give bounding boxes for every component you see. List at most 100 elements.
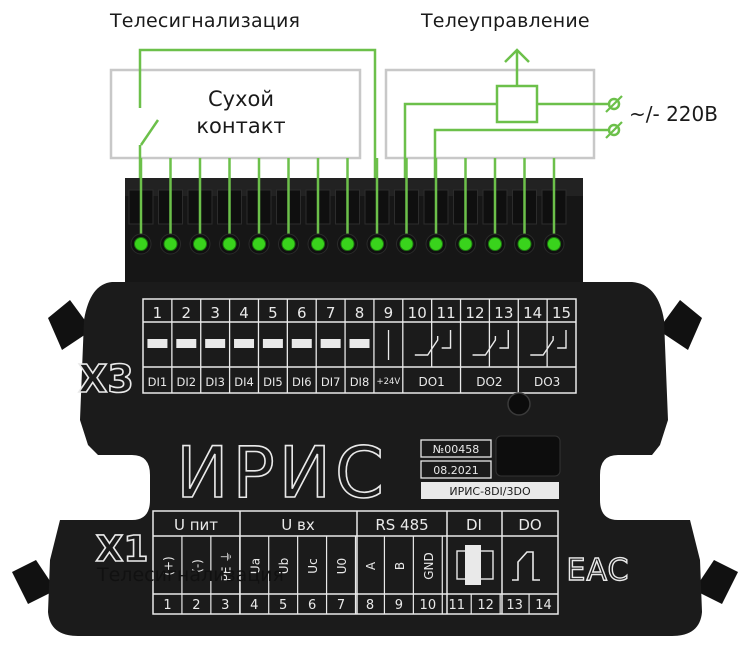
x1-pin-number: 11 — [448, 598, 465, 613]
x3-di-label: DI2 — [177, 375, 197, 389]
terminal-pin-icon — [340, 237, 355, 251]
x1-pin-number: 5 — [279, 598, 287, 613]
clip-top-right — [658, 300, 702, 350]
relay-contact-icon — [414, 336, 439, 356]
x1-signal-label: PE ⏚ — [219, 551, 233, 582]
di-pad — [291, 339, 312, 348]
model-name: ИРИС-8DI/3DO — [449, 485, 531, 498]
x1-group-label: DI — [466, 516, 482, 534]
x1-pin-number: 1 — [163, 598, 171, 613]
x1-signal-label: Uc — [306, 558, 320, 573]
x1-pin-number: 9 — [395, 598, 403, 613]
x1-group-label: U пит — [174, 516, 218, 534]
x3-port-label: X3 — [78, 357, 134, 401]
mains-slash — [605, 121, 623, 139]
di-pad — [205, 339, 226, 348]
terminal-pin-icon — [370, 237, 384, 251]
x3-pin-number: 4 — [239, 304, 249, 322]
terminal-pin-icon — [488, 237, 502, 251]
x1-pin-number: 10 — [420, 598, 437, 613]
x3-pin-number: 7 — [326, 304, 336, 322]
x3-di-label: DI5 — [263, 375, 283, 389]
x1-signal-label: (-) — [190, 559, 204, 573]
x1-pin-number: 2 — [192, 598, 200, 613]
x1-signal-label: GND — [422, 552, 436, 580]
dry-contact-label: Сухой контакт — [186, 86, 296, 140]
x1-pin-number: 3 — [221, 598, 229, 613]
x3-relay-symbols — [414, 330, 567, 356]
x1-signal-label: Ub — [277, 558, 291, 574]
terminal-pin-icon — [281, 237, 296, 251]
x1-signal-label: U0 — [335, 558, 349, 574]
x1-group-label: RS 485 — [375, 516, 428, 534]
x3-di-label: DI7 — [321, 375, 341, 389]
x3-pin-number: 10 — [408, 304, 427, 322]
x3-pin-number: 5 — [268, 304, 278, 322]
dry-contact-line2: контакт — [196, 114, 286, 138]
terminal-pin-icon — [399, 237, 414, 251]
x3-pin-number: 8 — [355, 304, 365, 322]
x1-signal-label: (+) — [161, 556, 175, 575]
terminal-pins — [130, 158, 565, 255]
clip-bottom-right — [694, 560, 738, 604]
production-date: 08.2021 — [433, 464, 479, 477]
terminal-pin-icon — [458, 237, 473, 251]
x3-di-label: DI3 — [205, 375, 225, 389]
dry-contact-frame — [109, 68, 362, 160]
qr-window — [495, 435, 561, 477]
relay-contact-icon — [472, 336, 497, 356]
di-pad — [147, 339, 168, 348]
switch-lever — [139, 119, 160, 146]
x1-grid-lines — [181, 536, 530, 614]
status-led — [507, 392, 531, 416]
x1-pin-number: 14 — [535, 598, 552, 613]
terminal-pin-icon — [193, 237, 207, 251]
x3-grid-lines — [171, 299, 548, 393]
x3-di-label: DI6 — [292, 375, 312, 389]
relay-coil — [495, 84, 539, 124]
x1-group-label: DO — [518, 516, 541, 534]
x1-pin-number: 6 — [308, 598, 316, 613]
relay-contact-icon — [441, 330, 452, 349]
di-symbol — [456, 545, 494, 585]
x3-di-label: DI8 — [350, 375, 370, 389]
x3-legend-grid — [142, 298, 577, 394]
telecontrol-frame — [384, 68, 596, 160]
x1-port-label: X1 — [96, 529, 149, 570]
di-pad — [234, 339, 255, 348]
x3-pin-number: 1 — [153, 304, 163, 322]
x3-pin-number: 13 — [494, 304, 513, 322]
overlay-caption: Телесигнализация — [97, 564, 284, 586]
x3-pin-number: 9 — [384, 304, 394, 322]
telecontrol-label: Телеуправление — [421, 10, 590, 32]
x3-pin-number: 3 — [210, 304, 220, 322]
telesignal-label: Телесигнализация — [110, 10, 301, 32]
mains-slash — [605, 95, 623, 113]
x3-di-label: DI4 — [234, 375, 254, 389]
x1-pin-number: 13 — [506, 598, 523, 613]
terminal-pin-icon — [517, 237, 532, 251]
brand-logo: ИРИС — [176, 432, 388, 514]
device-body — [48, 282, 702, 636]
terminal-pin-icon — [222, 237, 237, 251]
x3-pin-number: 12 — [465, 304, 484, 322]
antenna-arrow — [504, 48, 530, 63]
power-pad — [387, 330, 390, 360]
x3-di-pads — [147, 330, 390, 360]
serial-number: №00458 — [433, 443, 479, 456]
relay-contact-icon — [499, 330, 509, 349]
x3-pin-number: 14 — [523, 304, 542, 322]
x1-signal-label: B — [393, 562, 407, 570]
x3-di-label: DI1 — [148, 375, 168, 389]
x3-do-label: DO2 — [476, 375, 502, 389]
terminal-pin-icon — [252, 237, 266, 251]
di-pad — [176, 339, 197, 348]
relay-contact-icon — [557, 330, 567, 349]
di-pad — [349, 339, 370, 348]
x3-pin-number: 6 — [297, 304, 307, 322]
x1-group-label: U вх — [281, 516, 315, 534]
x1-signal-label: A — [364, 561, 378, 570]
do-symbol — [512, 551, 540, 581]
